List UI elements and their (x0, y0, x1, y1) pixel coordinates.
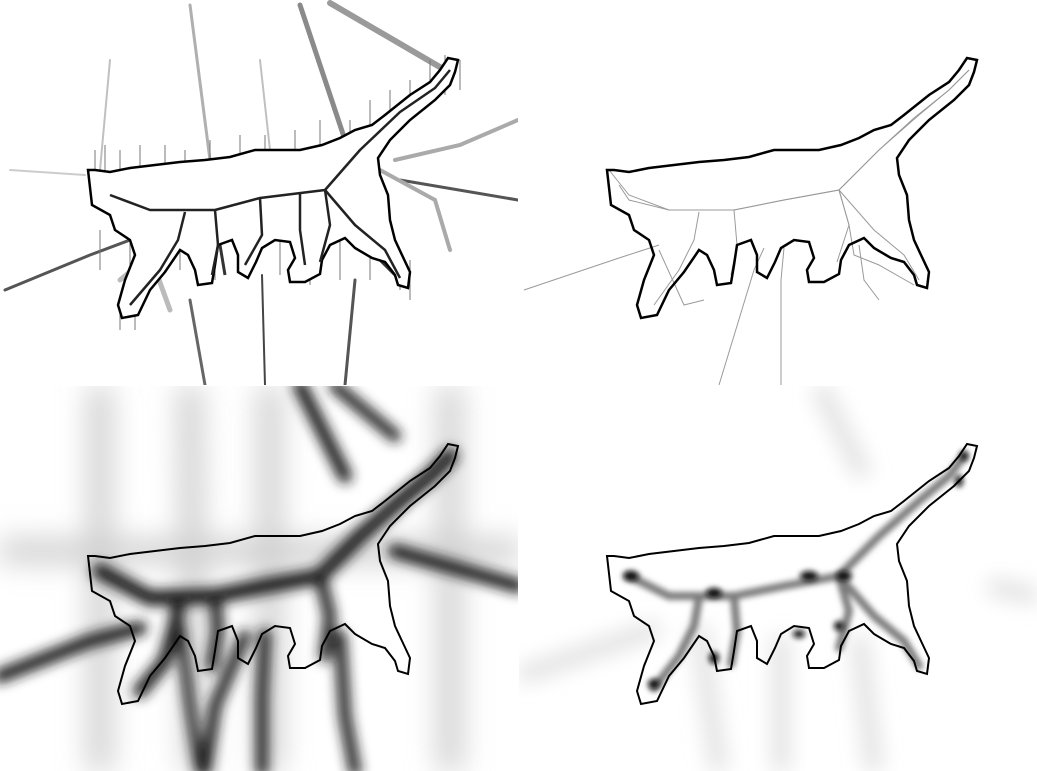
pruned-skeleton-inside (619, 70, 969, 280)
dark-skeleton-nodes (623, 451, 968, 689)
panel-bottom-left (0, 386, 518, 771)
soft-skeleton-strokes (629, 456, 964, 688)
panel-top-left-canvas (0, 0, 518, 385)
cat-outline (88, 58, 458, 318)
background-haze (519, 386, 1037, 771)
cat-outline (607, 58, 977, 318)
panel-top-left (0, 0, 518, 385)
panel-top-right (519, 0, 1037, 385)
panel-bottom-left-canvas (0, 386, 518, 771)
panel-bottom-right-canvas (519, 386, 1037, 771)
panel-top-right-canvas (519, 0, 1037, 385)
panel-bottom-right (519, 386, 1037, 771)
